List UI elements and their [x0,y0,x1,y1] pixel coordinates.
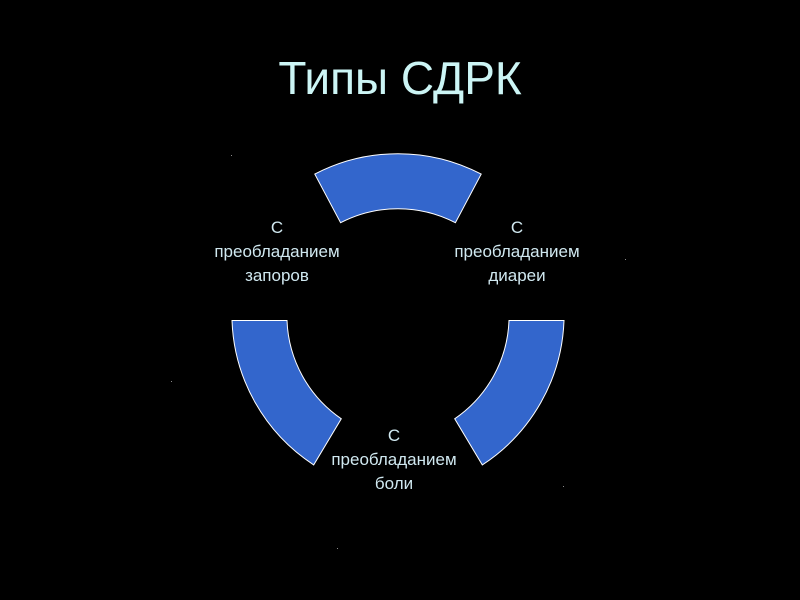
background-speck [337,548,338,549]
label-pain-line-2: преобладанием [331,450,457,469]
background-speck [625,259,626,260]
label-pain-line-1: С [387,426,401,445]
label-constipation-line-1: С [270,218,284,237]
label-diarrhea-line-1: С [510,218,524,237]
background-speck [171,381,172,382]
cycle-segment-top [314,153,482,224]
cycle-segment-left [231,320,342,466]
label-diarrhea: С преобладанием диареи [432,216,602,288]
label-constipation-line-2: преобладанием [214,242,340,261]
cycle-segment-right [454,320,565,466]
label-diarrhea-line-3: диареи [488,266,546,285]
label-constipation: С преобладанием запоров [192,216,362,288]
slide-title: Типы СДРК [278,52,522,104]
label-pain-line-3: боли [374,474,414,493]
label-diarrhea-line-2: преобладанием [454,242,580,261]
label-pain: С преобладанием боли [309,424,479,496]
label-constipation-line-3: запоров [245,266,309,285]
background-speck [231,155,232,156]
background-speck [563,486,564,487]
